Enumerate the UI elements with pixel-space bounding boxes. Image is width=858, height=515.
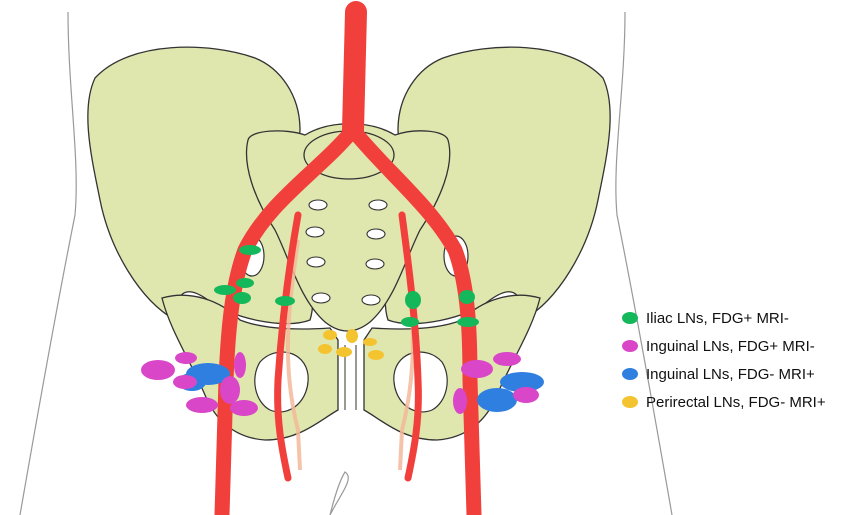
perirectal-node <box>336 347 352 357</box>
legend-swatch-inguinal-mri-positive <box>622 368 638 380</box>
iliac-node <box>457 317 479 327</box>
inguinal-pos-node <box>453 388 467 414</box>
inguinal-pos-node <box>513 387 539 403</box>
iliac-node <box>405 291 421 309</box>
legend-swatch-perirectal <box>622 396 638 408</box>
legend-label-iliac: Iliac LNs, FDG+ MRI- <box>646 310 789 327</box>
legend-swatch-iliac <box>622 312 638 324</box>
legend-swatch-inguinal-fdg-positive <box>622 340 638 352</box>
inguinal-pos-node <box>234 352 246 378</box>
legend-label-inguinal-mri-positive: Inguinal LNs, FDG- MRI+ <box>646 366 815 383</box>
iliac-node <box>401 317 419 327</box>
inguinal-pos-node <box>230 400 258 416</box>
inguinal-pos-node <box>461 360 493 378</box>
perirectal-node <box>368 350 384 360</box>
perirectal-node <box>318 344 332 354</box>
perirectal-node <box>363 338 377 346</box>
iliac-node <box>214 285 236 295</box>
inguinal-neg-node <box>477 388 517 412</box>
legend-label-perirectal: Perirectal LNs, FDG- MRI+ <box>646 394 826 411</box>
legend-item-iliac: Iliac LNs, FDG+ MRI- <box>622 306 826 330</box>
legend-item-perirectal: Perirectal LNs, FDG- MRI+ <box>622 390 826 414</box>
perirectal-node <box>346 329 358 343</box>
perirectal-node <box>323 330 337 340</box>
inguinal-pos-node <box>173 375 197 389</box>
legend: Iliac LNs, FDG+ MRI- Inguinal LNs, FDG+ … <box>622 306 826 418</box>
iliac-node <box>233 292 251 304</box>
legend-label-inguinal-fdg-positive: Inguinal LNs, FDG+ MRI- <box>646 338 815 355</box>
legend-item-inguinal-mri-positive: Inguinal LNs, FDG- MRI+ <box>622 362 826 386</box>
inguinal-pos-node <box>186 397 218 413</box>
inguinal-pos-node <box>175 352 197 364</box>
aorta <box>353 12 356 130</box>
iliac-node <box>459 290 475 304</box>
legend-item-inguinal-fdg-positive: Inguinal LNs, FDG+ MRI- <box>622 334 826 358</box>
inguinal-pos-node <box>493 352 521 366</box>
inguinal-pos-node <box>220 376 240 404</box>
iliac-node <box>236 278 254 288</box>
iliac-node <box>275 296 295 306</box>
iliac-node <box>239 245 261 255</box>
inguinal-pos-node <box>141 360 175 380</box>
